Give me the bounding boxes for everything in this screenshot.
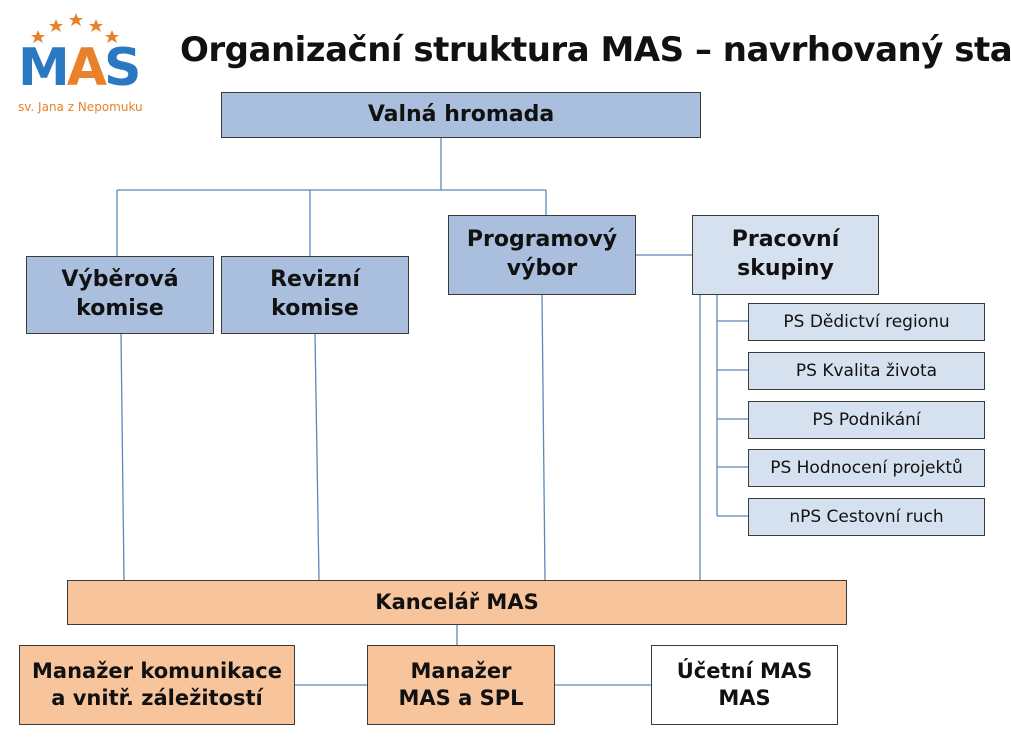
connector-vyberova-kancelar	[120, 333, 125, 581]
pracovni-skupiny-box: Pracovní skupiny	[692, 215, 879, 295]
ps-kvalita-box: PS Kvalita života	[748, 352, 985, 390]
ucetni-mas-box: Účetní MAS MAS	[651, 645, 838, 725]
ps-hodnoceni-box: PS Hodnocení projektů	[748, 449, 985, 487]
programovy-vybor-box: Programový výbor	[448, 215, 636, 295]
logo-tagline: sv. Jana z Nepomuku	[18, 100, 143, 114]
valna-hromada-box: Valná hromada	[221, 92, 701, 138]
manazer-komunikace-box: Manažer komunikace a vnitř. záležitostí	[19, 645, 295, 725]
connector-revizni-kancelar	[314, 333, 320, 581]
logo-letter-a: A	[66, 38, 107, 98]
logo-wordmark: MAS	[18, 42, 141, 94]
vyberova-komise-box: Výběrová komise	[26, 256, 214, 334]
page-title: Organizační struktura MAS – navrhovaný s…	[180, 30, 1011, 70]
nps-cestovni-box: nPS Cestovní ruch	[748, 498, 985, 536]
manazer-mas-box: Manažer MAS a SPL	[367, 645, 555, 725]
ps-dedictvi-box: PS Dědictví regionu	[748, 303, 985, 341]
ps-podnikani-box: PS Podnikání	[748, 401, 985, 439]
revizni-komise-box: Revizní komise	[221, 256, 409, 334]
stars-icon	[31, 13, 119, 43]
connector-programovy-kancelar	[541, 294, 546, 581]
logo-letter-s: S	[104, 38, 141, 98]
kancelar-mas-box: Kancelář MAS	[67, 580, 847, 625]
mas-logo: MAS sv. Jana z Nepomuku	[8, 8, 148, 118]
logo-letter-m: M	[18, 38, 70, 98]
